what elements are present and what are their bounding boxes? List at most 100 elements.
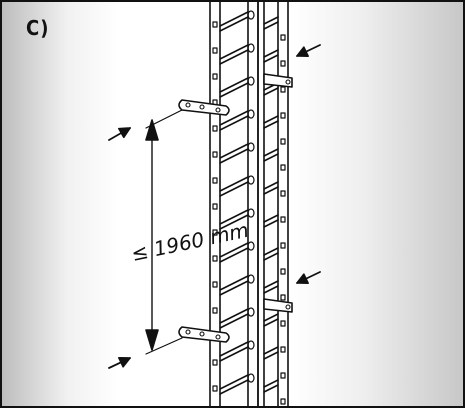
ladder-rung-left — [219, 346, 249, 362]
rung-rivet — [247, 241, 255, 251]
ladder-rung-left — [219, 16, 249, 32]
ladder-rung-right — [263, 318, 279, 327]
panel-label: C) — [26, 16, 50, 40]
wall-bracket-upper-hole — [199, 104, 205, 110]
rail-hole — [212, 229, 218, 236]
rail-hole — [280, 372, 286, 379]
ladder-rung-left — [219, 49, 249, 65]
rail-hole — [280, 242, 286, 249]
ladder-rung-right — [263, 181, 279, 190]
ladder-rung-right — [263, 186, 279, 195]
ladder-rung-left — [219, 313, 249, 329]
ladder-rung-right — [263, 153, 279, 162]
rail-hole — [280, 346, 286, 353]
ladder-rung-right — [263, 148, 279, 157]
rail-hole — [212, 203, 218, 210]
rail-hole — [212, 21, 218, 28]
ladder-rung-left — [219, 77, 249, 93]
ladder-rung-left — [219, 280, 249, 296]
ladder-rung-left — [219, 143, 249, 159]
extension-line-top — [145, 109, 183, 129]
ladder-rung-right — [263, 49, 279, 58]
rail-hole — [212, 151, 218, 158]
rail-hole — [280, 216, 286, 223]
ladder-rung-left — [219, 44, 249, 60]
rail-hole — [212, 385, 218, 392]
ladder-rung-left — [219, 110, 249, 126]
ladder-rung-right — [263, 54, 279, 63]
rail-clamp-upper — [263, 73, 293, 88]
ladder-rung-left — [219, 214, 249, 230]
rung-rivet — [247, 340, 255, 350]
ladder-rung-right — [263, 252, 279, 261]
wall-bracket-upper-hole — [185, 102, 191, 108]
ladder-rung-right — [263, 16, 279, 25]
rail-hole — [212, 47, 218, 54]
rung-rivet — [247, 208, 255, 218]
ladder-rung-left — [219, 82, 249, 98]
wall-bracket-lower-hole — [185, 329, 191, 335]
rail-clamp-lower-bolt — [285, 304, 291, 310]
pointer-arrow-lower-left-head — [118, 356, 131, 368]
rung-rivet — [247, 109, 255, 119]
rail-hole — [212, 125, 218, 132]
rail-hole — [212, 281, 218, 288]
ladder-rung-right — [263, 247, 279, 256]
rung-rivet — [247, 307, 255, 317]
ladder-rung-left — [219, 209, 249, 225]
ladder-rung-right — [263, 313, 279, 322]
rung-rivet — [247, 10, 255, 20]
rail-hole — [280, 320, 286, 327]
rail-hole — [212, 307, 218, 314]
pointer-arrow-upper-left-head — [118, 127, 131, 139]
rail-hole — [280, 294, 286, 301]
dimension-arrow-bottom — [145, 329, 159, 351]
ladder-rung-right — [263, 87, 279, 96]
rail-hole — [212, 255, 218, 262]
rail-clamp-upper-bolt — [285, 79, 291, 85]
pointer-arrow-lower-right-head — [296, 273, 309, 284]
ladder-rung-left — [219, 247, 249, 263]
rail-hole — [212, 177, 218, 184]
ladder-rung-left — [219, 148, 249, 164]
rail-clamp-lower — [263, 298, 293, 313]
ladder-rung-left — [219, 115, 249, 131]
ladder-rung-right — [263, 219, 279, 228]
ladder-rung-left — [219, 242, 249, 258]
rung-rivet — [247, 175, 255, 185]
ladder-rung-right — [263, 285, 279, 294]
rail-hole — [280, 164, 286, 171]
ladder-rung-left — [219, 341, 249, 357]
rail-hole — [212, 73, 218, 80]
rung-rivet — [247, 274, 255, 284]
ladder-rung-left — [219, 11, 249, 27]
dimension-arrow-top — [145, 119, 159, 141]
ladder-rung-right — [263, 115, 279, 124]
ladder-rung-left — [219, 275, 249, 291]
rung-rivet — [247, 373, 255, 383]
ladder-rung-left — [219, 379, 249, 395]
ladder-rung-right — [263, 280, 279, 289]
rail-hole — [280, 138, 286, 145]
ladder-rung-left — [219, 374, 249, 390]
ladder-rung-left — [219, 181, 249, 197]
rail-hole — [280, 112, 286, 119]
wall-bracket-upper-hole — [215, 107, 221, 113]
ladder-rung-right — [263, 379, 279, 388]
ladder-rung-right — [263, 346, 279, 355]
rail-hole — [212, 359, 218, 366]
rail-hole — [280, 86, 286, 93]
rail-hole — [280, 34, 286, 41]
rung-rivet — [247, 43, 255, 53]
rail-hole — [280, 398, 286, 405]
ladder-rung-right — [263, 351, 279, 360]
ladder-rung-right — [263, 384, 279, 393]
rung-rivet — [247, 142, 255, 152]
rail-hole — [280, 60, 286, 67]
ladder-rung-right — [263, 21, 279, 30]
rung-rivet — [247, 76, 255, 86]
wall-bracket-lower-hole — [199, 331, 205, 337]
ladder-rung-left — [219, 308, 249, 324]
